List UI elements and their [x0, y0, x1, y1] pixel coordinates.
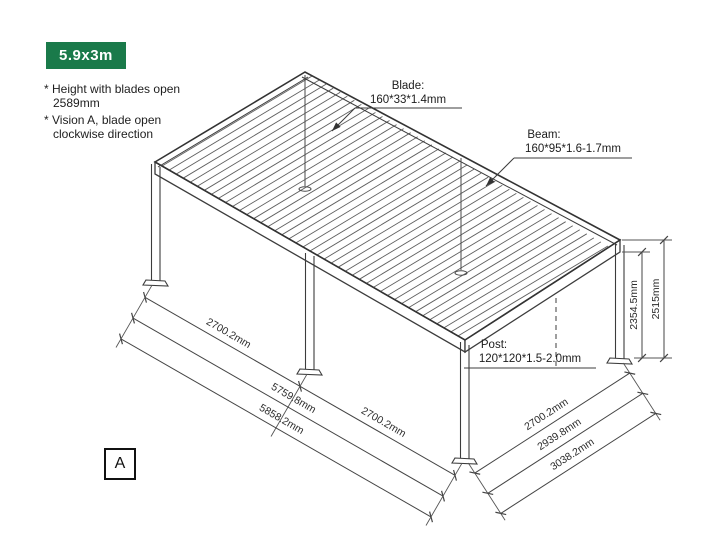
dimension-line — [487, 392, 644, 494]
extension-line — [270, 373, 308, 437]
extension-line — [425, 462, 463, 526]
louver-blade-line — [267, 136, 418, 228]
extension-line — [467, 462, 506, 521]
dim-tick — [469, 471, 481, 475]
post-callout-spec: 120*120*1.5-2.0mm — [479, 353, 581, 365]
louver-blade-line — [337, 176, 489, 268]
louver-blade-line — [415, 221, 566, 313]
roof-outline — [153, 71, 622, 341]
louver-blade-line — [316, 164, 468, 256]
louver-blade-line — [211, 103, 362, 195]
dim-tick — [452, 469, 458, 481]
louver-blade-line — [246, 124, 397, 215]
post-foot-front-middle — [296, 368, 323, 376]
dim-tick — [495, 511, 507, 516]
post-callout-title: Post: — [481, 339, 507, 351]
louver-blade-line — [429, 229, 581, 321]
dim-tick — [297, 380, 303, 392]
note-vision: * Vision A, blade open clockwise directi… — [44, 113, 162, 142]
post-foot-back-left — [298, 186, 312, 192]
louver-blade-line — [330, 172, 482, 264]
view-label-box: A — [104, 448, 136, 480]
dim-tick — [659, 235, 669, 245]
dim-tick — [482, 491, 494, 496]
louver-blade-line — [387, 205, 538, 296]
dim-height-beam-label: 2354.5mm — [628, 280, 640, 330]
louver-blade-line — [182, 87, 334, 179]
louver-blade-line — [161, 75, 313, 167]
extension-line — [622, 362, 661, 421]
dim-tick — [637, 391, 649, 396]
louver-blade-line — [260, 132, 411, 224]
post-foot-back-middle — [454, 270, 468, 276]
notes-block: * Height with blades open 2589mm * Visio… — [44, 82, 184, 145]
louver-blade-line — [225, 112, 376, 203]
structure-and-dimension-lines — [115, 71, 672, 526]
roof-inner-edge-left — [157, 76, 309, 168]
louver-blade-line — [394, 209, 545, 300]
louver-blade-line — [366, 192, 517, 284]
louver-blade-line — [457, 245, 609, 337]
louver-blade-line — [436, 233, 588, 325]
leader-arrowhead — [486, 177, 495, 186]
view-label: A — [114, 455, 126, 472]
louver-blade-line — [359, 188, 510, 280]
blade-callout-spec: 160*33*1.4mm — [370, 94, 446, 106]
louver-blade-line — [253, 128, 404, 220]
louver-blade-line — [380, 201, 531, 292]
dimension-line — [120, 338, 432, 518]
louver-blade-line — [302, 156, 454, 248]
leader-arrowhead — [332, 122, 341, 131]
louver-blade-line — [408, 217, 559, 309]
extension-line — [115, 284, 153, 348]
louver-blade-line — [295, 152, 447, 244]
post-foot-front-left — [142, 279, 169, 287]
louver-blade-line — [204, 99, 355, 191]
roof-fascia-right — [464, 238, 621, 354]
dim-tick — [624, 371, 636, 375]
louver-blade-line — [189, 91, 341, 183]
louver-blade-line — [288, 148, 440, 240]
post-foot-front-right — [451, 457, 478, 465]
roof-inner-edge-back — [301, 76, 618, 246]
louver-blade-line — [373, 197, 524, 288]
louver-blade-line — [175, 83, 327, 175]
blade-callout-title: Blade: — [392, 80, 425, 92]
louver-blade-line — [352, 184, 503, 276]
dim-tick — [440, 490, 446, 502]
louver-blade-line — [344, 180, 496, 272]
dim-tick — [659, 353, 669, 363]
post-foot-back-right — [606, 357, 633, 365]
louver-blade-line — [443, 237, 595, 329]
size-badge: 5.9x3m — [46, 42, 126, 69]
dim-tick — [130, 312, 136, 324]
louver-blade-line — [239, 120, 390, 211]
dimension-line — [500, 412, 657, 514]
louver-blade-line — [422, 225, 573, 317]
note-height: * Height with blades open 2589mm — [44, 82, 181, 111]
louver-blade-line — [168, 79, 320, 171]
louver-blade-line — [218, 108, 369, 199]
dim-tick — [637, 247, 647, 257]
dim-tick — [637, 353, 647, 363]
louver-blade-line — [450, 241, 602, 333]
louver-blade-line — [197, 95, 348, 187]
louver-blade-line — [274, 140, 426, 232]
dim-tick — [142, 291, 148, 303]
dimension-line — [132, 317, 444, 497]
dimension-line — [474, 372, 631, 474]
beam-callout-title: Beam: — [527, 129, 560, 141]
dim-tick — [428, 511, 434, 523]
louver-blade-line — [281, 144, 433, 236]
beam-callout-spec: 160*95*1.6-1.7mm — [525, 143, 621, 155]
louver-blade-line — [309, 160, 461, 252]
dim-height-overall-label: 2515mm — [650, 278, 662, 319]
dim-tick — [118, 333, 124, 345]
louver-blade-line — [232, 116, 383, 207]
louver-blade-line — [401, 213, 552, 304]
dim-tick — [650, 411, 662, 416]
louver-blade-line — [323, 168, 475, 260]
